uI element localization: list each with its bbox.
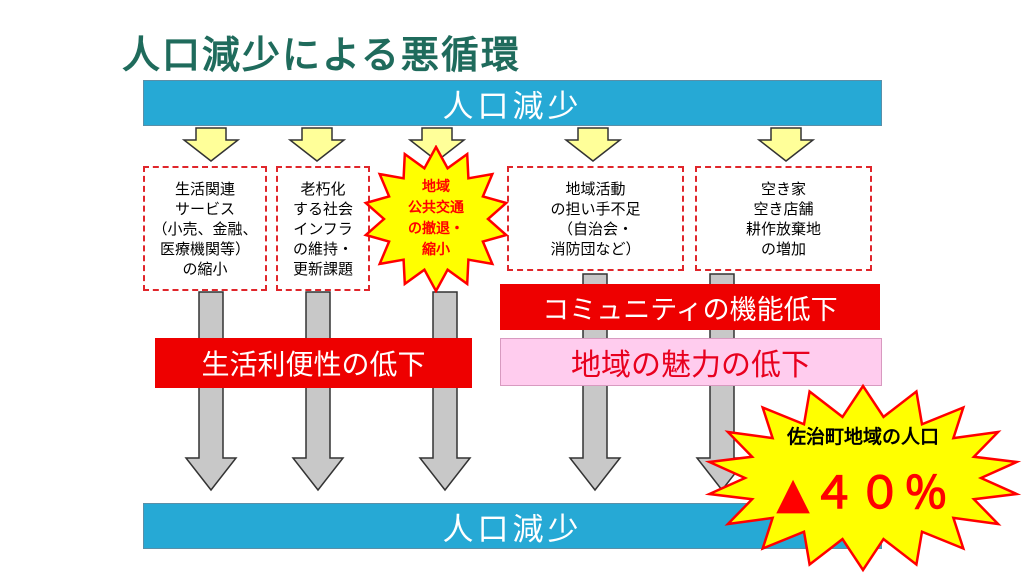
transit-burst — [363, 145, 509, 293]
population-change-value: ▲４０％ — [776, 468, 950, 519]
box-community-workers: 地域活動 の担い手不足 （自治会・ 消防団など） — [507, 166, 684, 271]
big-down-arrow-3 — [418, 291, 472, 492]
box-infrastructure: 老朽化 する社会 インフラ の維持・ 更新課題 — [276, 166, 370, 291]
transit-burst-label: 地域 公共交通 の撤退・ 縮小 — [408, 179, 464, 258]
top-band: 人口減少 — [143, 80, 882, 126]
bottom-band: 人口減少 — [143, 503, 882, 549]
big-down-arrow-2 — [291, 291, 345, 492]
small-down-arrow-3 — [407, 127, 467, 162]
box-vacant-land: 空き家 空き店舗 耕作放棄地 の増加 — [695, 166, 872, 271]
population-label: 佐治町地域の人口 — [786, 425, 939, 448]
small-down-arrow-5 — [756, 127, 816, 162]
community-decline-bar: コミュニティの機能低下 — [500, 284, 880, 330]
attraction-decline-bar: 地域の魅力の低下 — [500, 338, 882, 386]
box-living-services: 生活関連 サービス （小売、金融、 医療機関等） の縮小 — [143, 166, 267, 291]
big-down-arrow-1 — [184, 291, 238, 492]
page-title: 人口減少による悪循環 — [122, 33, 521, 77]
population-burst — [704, 383, 1022, 573]
small-down-arrow-4 — [563, 127, 623, 162]
small-down-arrow-2 — [287, 127, 347, 162]
convenience-decline-bar: 生活利便性の低下 — [155, 338, 472, 388]
small-down-arrow-1 — [181, 127, 241, 162]
